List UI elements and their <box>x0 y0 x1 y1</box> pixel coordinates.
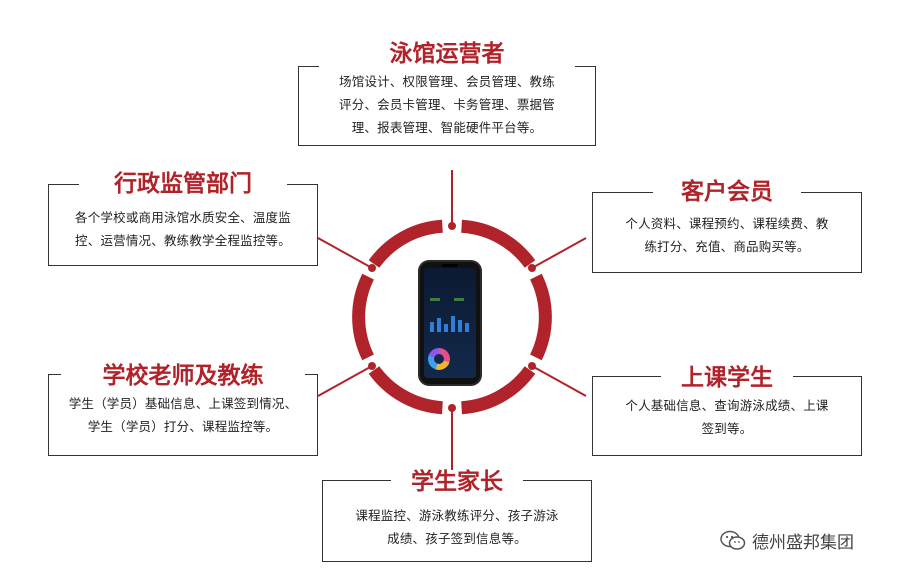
node-desc-line: 理、报表管理、智能硬件平台等。 <box>351 120 543 135</box>
node-desc-line: 场馆设计、权限管理、会员管理、教练 <box>339 74 555 89</box>
node-customer-member: 客户会员 个人资料、课程预约、课程续费、教 练打分、充值、商品购买等。 <box>592 176 862 273</box>
node-title: 上课学生 <box>681 365 773 391</box>
node-desc-line: 学生（学员）打分、课程监控等。 <box>87 419 279 434</box>
node-desc-line: 练打分、充值、商品购买等。 <box>644 239 810 254</box>
watermark-text: 德州盛邦集团 <box>752 533 854 553</box>
node-title: 行政监管部门 <box>114 171 252 197</box>
node-title: 学生家长 <box>411 469 503 495</box>
node-title: 泳馆运营者 <box>389 41 505 67</box>
wechat-icon <box>720 530 746 550</box>
node-desc-line: 控、运营情况、教练教学全程监控等。 <box>75 233 291 248</box>
phone-mockup-image <box>420 262 480 384</box>
node-title: 客户会员 <box>681 179 773 205</box>
phone-screen <box>424 268 476 378</box>
connector-top-right <box>531 237 587 269</box>
ring-dots <box>368 222 536 412</box>
node-desc-line: 成绩、孩子签到信息等。 <box>387 531 527 546</box>
connector-bottom-right <box>531 365 587 397</box>
node-teacher-coach: 学校老师及教练 学生（学员）基础信息、上课签到情况、 学生（学员）打分、课程监控… <box>48 360 318 456</box>
node-pool-operator: 泳馆运营者 场馆设计、权限管理、会员管理、教练 评分、会员卡管理、卡务管理、票据… <box>298 38 596 146</box>
watermark: 德州盛邦集团 <box>720 528 854 553</box>
connector-top-left <box>317 237 373 269</box>
donut-chart-icon <box>428 348 450 370</box>
node-desc-line: 课程监控、游泳教练评分、孩子游泳 <box>355 508 559 523</box>
node-title: 学校老师及教练 <box>102 363 264 389</box>
node-desc-line: 签到等。 <box>701 421 753 436</box>
node-desc-line: 个人资料、课程预约、课程续费、教 <box>625 216 829 231</box>
node-admin-department: 行政监管部门 各个学校或商用泳馆水质安全、温度监 控、运营情况、教练教学全程监控… <box>48 171 318 266</box>
node-student: 上课学生 个人基础信息、查询游泳成绩、上课 签到等。 <box>592 362 862 456</box>
node-desc-line: 各个学校或商用泳馆水质安全、温度监 <box>75 210 291 225</box>
segmented-ring <box>352 219 552 415</box>
node-parent: 学生家长 课程监控、游泳教练评分、孩子游泳 成绩、孩子签到信息等。 <box>322 469 592 562</box>
node-desc-line: 个人基础信息、查询游泳成绩、上课 <box>625 398 829 413</box>
node-desc-line: 评分、会员卡管理、卡务管理、票据管 <box>339 97 555 112</box>
connector-bottom-left <box>317 365 373 397</box>
node-desc-line: 学生（学员）基础信息、上课签到情况、 <box>68 396 298 411</box>
